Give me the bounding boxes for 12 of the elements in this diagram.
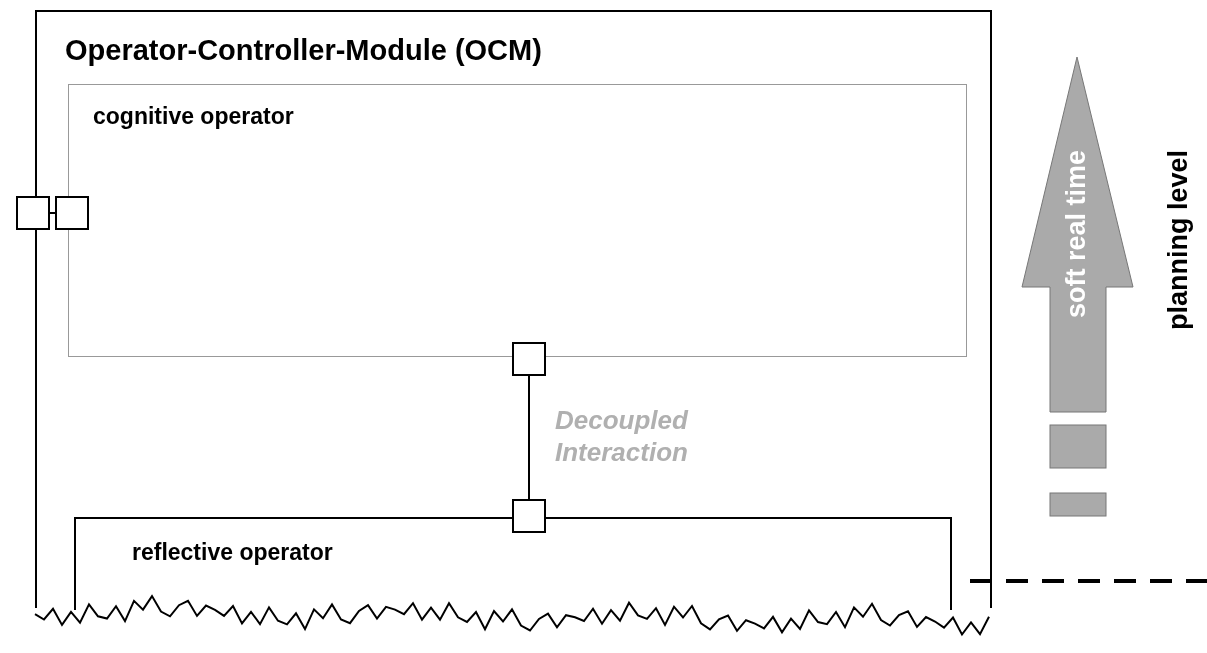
- port-square: [512, 342, 546, 376]
- port-square: [55, 196, 89, 230]
- connector-line: [528, 375, 530, 500]
- arrow-label: soft real time: [1061, 150, 1092, 319]
- operator-title: reflective operator: [132, 539, 333, 566]
- operator-box: [68, 84, 967, 357]
- module-title: Operator-Controller-Module (OCM): [65, 34, 542, 67]
- port-square: [512, 499, 546, 533]
- operator-title: cognitive operator: [93, 103, 294, 130]
- connector-line: [49, 212, 56, 214]
- level-label: planning level: [1163, 150, 1194, 331]
- port-square: [16, 196, 50, 230]
